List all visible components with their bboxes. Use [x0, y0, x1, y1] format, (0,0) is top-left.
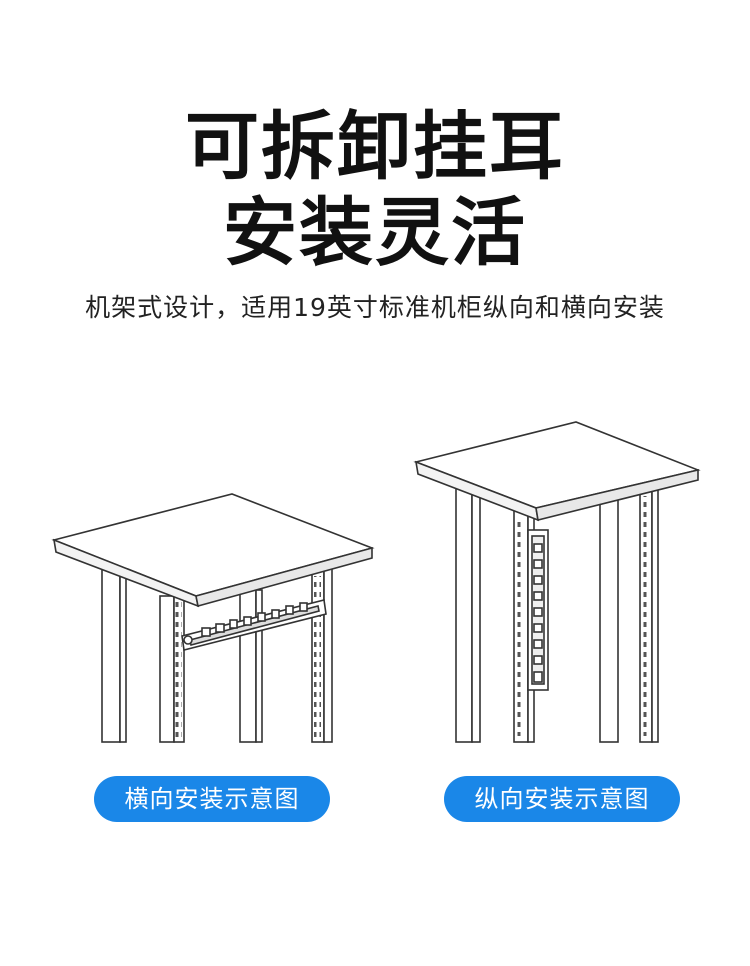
vertical-pdu — [527, 529, 549, 691]
subtitle: 机架式设计，适用19英寸标准机柜纵向和横向安装 — [85, 293, 665, 322]
horizontal-install-label: 横向安装示意图 — [94, 776, 330, 822]
vertical-install-label: 纵向安装示意图 — [444, 776, 680, 822]
vertical-cabinet — [413, 421, 701, 743]
headline-line-1: 可拆卸挂耳 — [185, 104, 565, 190]
horizontal-cabinet — [51, 493, 375, 743]
headline-line-2: 安装灵活 — [223, 190, 527, 276]
horizontal-pdu — [181, 599, 327, 651]
